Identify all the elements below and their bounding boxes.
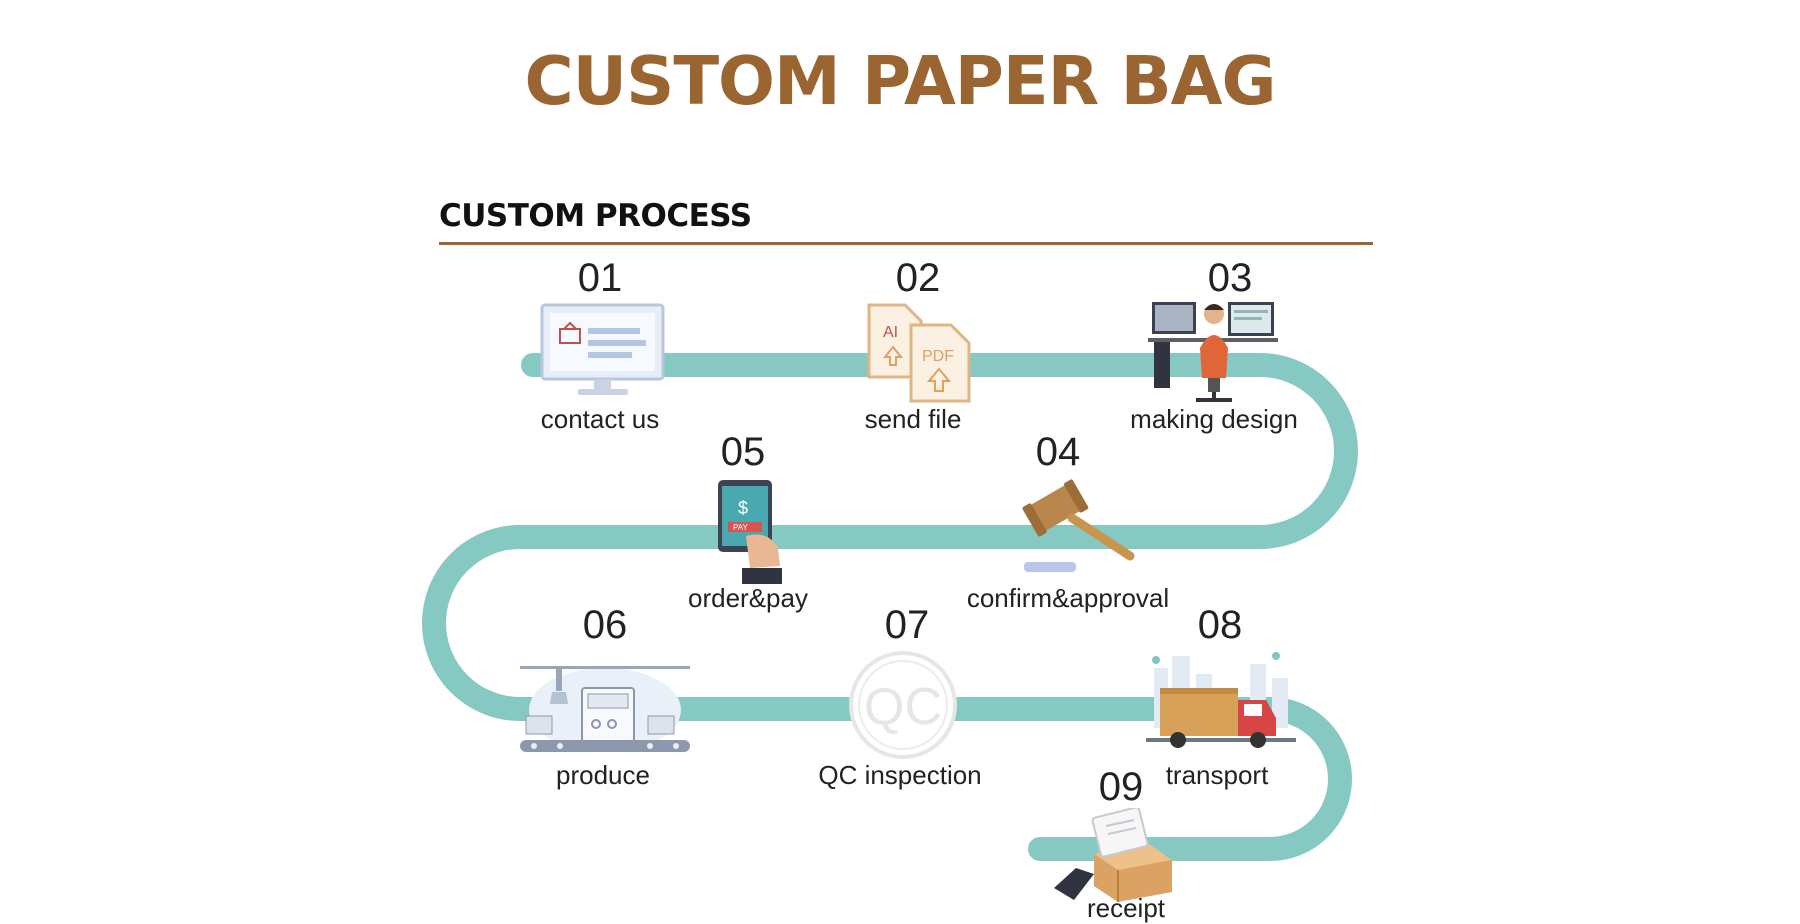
svg-text:PDF: PDF [922,348,954,365]
section-title: CUSTOM PROCESS [439,198,752,234]
svg-text:PAY: PAY [733,523,748,532]
qc-stamp-icon: QC [849,651,957,759]
svg-text:$: $ [738,498,748,518]
page-title: CUSTOM PAPER BAG [524,42,1277,120]
step-07-number: 07 [884,603,930,647]
file-upload-icon: AI PDF [867,303,971,403]
step-02-number: 02 [895,256,941,300]
step-03-label: making design [1130,404,1298,434]
step-06-label: produce [556,760,650,790]
computer-monitor-icon [540,303,665,395]
step-08-number: 08 [1197,603,1243,647]
title-divider [439,242,1373,245]
gavel-icon [1022,479,1135,572]
step-09-label: receipt [1086,893,1166,923]
step-04-number: 04 [1035,430,1081,474]
factory-conveyor-icon [520,666,690,752]
designer-workstation-icon [1148,302,1278,402]
step-09-number: 09 [1098,765,1144,809]
step-01-number: 01 [577,256,623,300]
svg-text:QC: QC [864,678,942,736]
step-07-label: QC inspection [818,760,982,790]
step-01-label: contact us [540,404,660,434]
step-03-number: 03 [1207,256,1253,300]
svg-text:AI: AI [883,324,898,341]
parcel-receipt-icon [1054,808,1172,902]
step-06-number: 06 [582,603,628,647]
step-05-label: order&pay [688,583,808,613]
step-05-number: 05 [720,430,766,474]
mobile-payment-icon: $ PAY [718,480,782,584]
delivery-truck-icon [1146,652,1296,748]
step-04-label: confirm&approval [966,583,1170,613]
step-08-label: transport [1165,760,1269,790]
step-02-label: send file [864,404,962,434]
